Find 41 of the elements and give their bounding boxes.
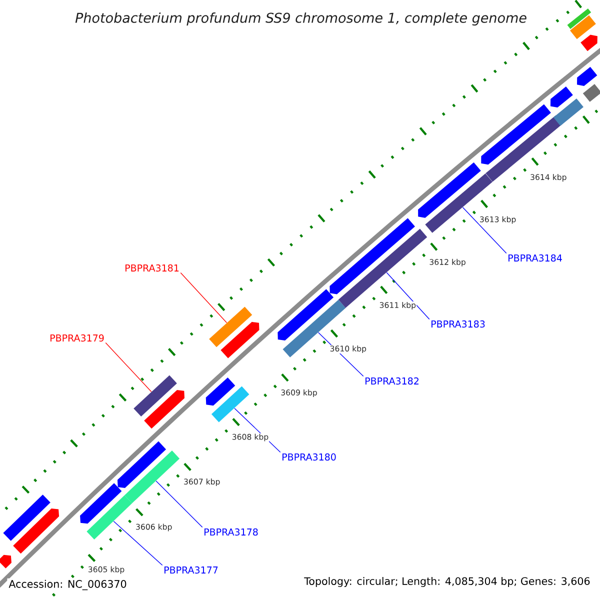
gene-bar (209, 306, 252, 348)
gene-label: PBPRA3178 (204, 528, 258, 536)
footer-text: Accession: NC_006370 (7, 578, 128, 592)
gene-feature (13, 508, 60, 554)
gene-feature (418, 162, 481, 218)
gene-label: PBPRA3181 (126, 264, 179, 272)
footer-text: Topology: circular; Length: 4,085,304 bp; Genes: 3,606 (302, 576, 592, 588)
leader-line (462, 206, 507, 254)
gene-feature (117, 441, 166, 488)
gene-feature (550, 86, 573, 108)
gene-label: PBPRA3183 (432, 320, 485, 328)
leader-line (180, 272, 228, 324)
gene-bar (124, 450, 180, 504)
gene-feature (580, 34, 598, 52)
leader-line (105, 342, 152, 392)
gene-bar (86, 495, 132, 540)
gene-feature (0, 554, 12, 568)
gene-feature (576, 66, 598, 86)
gene-feature (481, 104, 551, 165)
gene-feature (330, 218, 415, 294)
leader-line (386, 272, 430, 320)
gene-bar (134, 375, 177, 417)
gene-bar (582, 84, 600, 102)
gene-feature (80, 483, 122, 524)
gene-label: PBPRA3182 (366, 377, 418, 385)
gene-bar (553, 98, 584, 126)
gene-bar (3, 494, 50, 541)
gene-bar (211, 386, 250, 422)
gene-feature (206, 377, 236, 406)
gene-bar (338, 228, 428, 308)
leader-line (156, 480, 203, 528)
gene-label: PBPRA3180 (282, 453, 336, 461)
gene-label: PBPRA3179 (50, 334, 104, 342)
gene-feature (144, 390, 184, 429)
gene-feature (278, 289, 334, 340)
gene-label: PBPRA3184 (508, 254, 562, 262)
gene-bar (570, 15, 596, 40)
gene-feature (220, 322, 260, 358)
gene-bar (567, 8, 592, 29)
gene-label: PBPRA3177 (164, 566, 218, 574)
title: Photobacterium profundum SS9 chromosome 1, complete genome (75, 12, 526, 26)
